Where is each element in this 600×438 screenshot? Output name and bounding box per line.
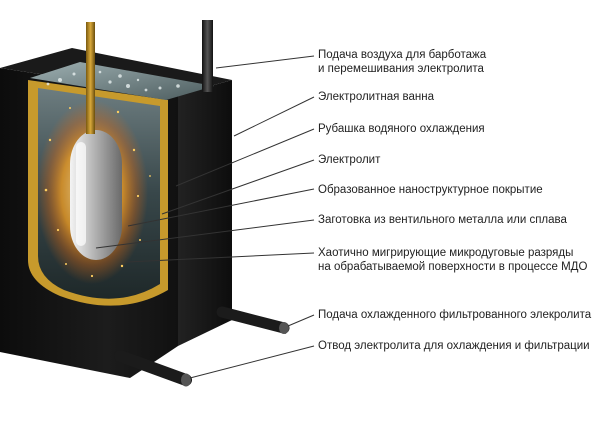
label-workpiece: Заготовка из вентильного металла или спл… bbox=[318, 213, 567, 227]
label-electrolyte-text: Электролит bbox=[318, 154, 381, 166]
leader-electrolyte bbox=[161, 159, 315, 215]
leader-bath bbox=[233, 96, 315, 137]
electrolyte-surface bbox=[30, 62, 214, 100]
leader-inlet bbox=[287, 314, 315, 327]
leader-air-supply bbox=[215, 55, 315, 69]
label-coating: Образованное наноструктурное покрытие bbox=[318, 183, 543, 197]
label-air-supply: Подача воздуха для барботажа и перемешив… bbox=[318, 48, 486, 76]
label-electrolyte-bath-text: Электролитная ванна bbox=[318, 91, 434, 103]
label-electrolyte-bath: Электролитная ванна bbox=[318, 90, 434, 104]
label-coating-text: Образованное наноструктурное покрытие bbox=[318, 184, 543, 196]
inlet-pipe bbox=[216, 306, 290, 334]
outlet-pipe bbox=[114, 350, 192, 387]
air-supply-pipe bbox=[202, 20, 213, 92]
label-cooling-jacket: Рубашка водяного охлаждения bbox=[318, 122, 485, 136]
leader-jacket bbox=[175, 128, 315, 187]
leader-workpiece bbox=[95, 219, 315, 249]
label-outlet-text: Отвод электролита для охлаждения и фильт… bbox=[318, 340, 590, 352]
label-microarc-discharges: Хаотично мигрирующие микродуговые разряд… bbox=[318, 246, 587, 274]
leader-discharges bbox=[125, 252, 315, 263]
electrode-rod bbox=[86, 22, 95, 134]
label-electrolyte: Электролит bbox=[318, 153, 380, 167]
leader-coating bbox=[127, 188, 315, 227]
label-inlet-text: Подача охлажденного фильтрованного элекр… bbox=[318, 309, 592, 321]
label-microarc-discharges-line-1: Хаотично мигрирующие микродуговые разряд… bbox=[318, 247, 574, 259]
label-inlet: Подача охлажденного фильтрованного элекр… bbox=[318, 308, 591, 322]
leader-outlet bbox=[189, 345, 315, 379]
label-workpiece-text: Заготовка из вентильного металла или спл… bbox=[318, 214, 567, 226]
workpiece-highlight bbox=[76, 142, 86, 246]
label-microarc-discharges-line-2: на обрабатываемой поверхности в процессе… bbox=[318, 261, 588, 273]
label-outlet: Отвод электролита для охлаждения и фильт… bbox=[318, 339, 590, 353]
tank-side-face bbox=[178, 80, 232, 346]
label-air-supply-line-1: Подача воздуха для барботажа bbox=[318, 49, 487, 61]
leader-lines bbox=[95, 55, 315, 379]
spark-dots bbox=[44, 107, 151, 278]
label-air-supply-line-2: и перемешивания электролита bbox=[318, 63, 484, 75]
label-cooling-jacket-text: Рубашка водяного охлаждения bbox=[318, 123, 485, 135]
